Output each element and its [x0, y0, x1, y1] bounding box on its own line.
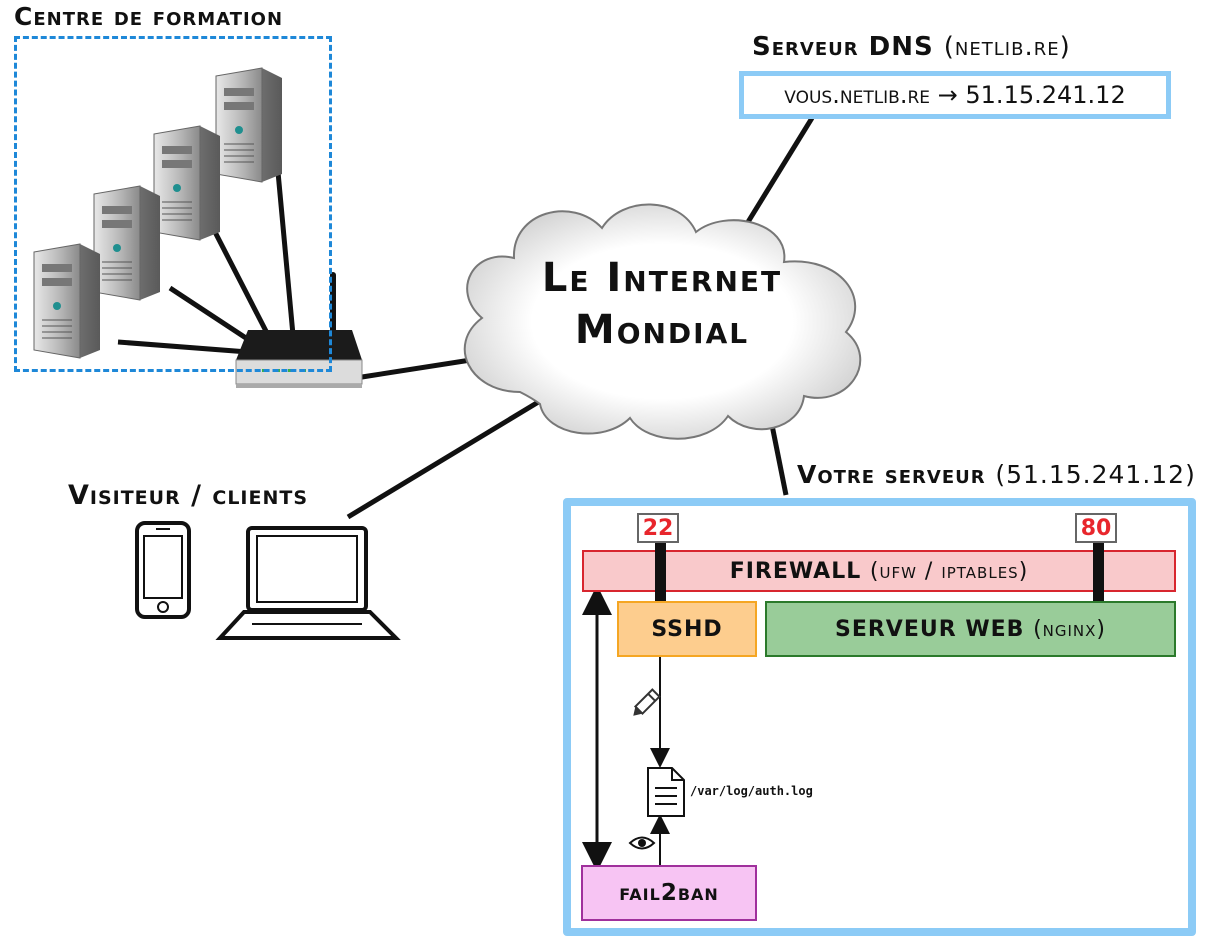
auth-log-path: /var/log/auth.log — [690, 784, 813, 798]
port-80-channel — [1093, 543, 1104, 601]
tower-server-icon — [93, 185, 160, 301]
web-server-box: SERVEUR WEB (nginx) — [765, 601, 1176, 657]
server-router-links — [117, 116, 815, 520]
eye-icon — [628, 836, 656, 850]
server-boundary — [563, 498, 1196, 936]
dns-record-box: vous.netlib.re → 51.15.241.12 — [739, 71, 1171, 119]
document-icon — [647, 767, 685, 817]
firewall-tools: (ufw / iptables) — [869, 558, 1029, 584]
training-center-boundary — [14, 36, 332, 372]
server-title-label: Votre serveur — [797, 460, 986, 489]
port-80-badge: 80 — [1075, 513, 1117, 543]
tower-server-icon — [215, 67, 282, 183]
firewall-name: FIREWALL — [729, 558, 862, 584]
laptop-icon — [215, 526, 401, 640]
tower-server-icon — [33, 243, 100, 359]
fail2ban-label: fail2ban — [619, 880, 719, 906]
visitors-title: Visiteur / clients — [68, 480, 309, 511]
port-22-channel — [655, 543, 666, 601]
internet-cloud-label: Le Internet Mondial — [462, 252, 862, 356]
dns-title-domain: (netlib.re) — [943, 32, 1071, 62]
web-server-label: SERVEUR WEB — [834, 616, 1025, 642]
server-title: Votre serveur (51.15.241.12) — [797, 460, 1196, 489]
sshd-box: SSHD — [617, 601, 757, 657]
web-server-software: (nginx) — [1033, 616, 1106, 642]
pencil-icon — [633, 688, 661, 716]
cloud-icon — [463, 203, 862, 440]
dns-title-label: Serveur DNS — [752, 32, 934, 62]
dns-title: Serveur DNS (netlib.re) — [752, 32, 1071, 62]
internet-label-line1: Le Internet — [541, 255, 783, 301]
firewall-label: FIREWALL (ufw / iptables) — [582, 550, 1176, 592]
dns-record: vous.netlib.re → 51.15.241.12 — [784, 81, 1126, 109]
smartphone-icon — [135, 521, 191, 619]
training-center-title: Centre de formation — [14, 2, 284, 31]
server-internal-arrows — [582, 585, 670, 872]
port-22-badge: 22 — [637, 513, 679, 543]
fail2ban-box: fail2ban — [581, 865, 757, 921]
internet-label-line2: Mondial — [574, 307, 750, 353]
sshd-label: SSHD — [651, 616, 723, 642]
server-title-ip: (51.15.241.12) — [995, 460, 1196, 489]
